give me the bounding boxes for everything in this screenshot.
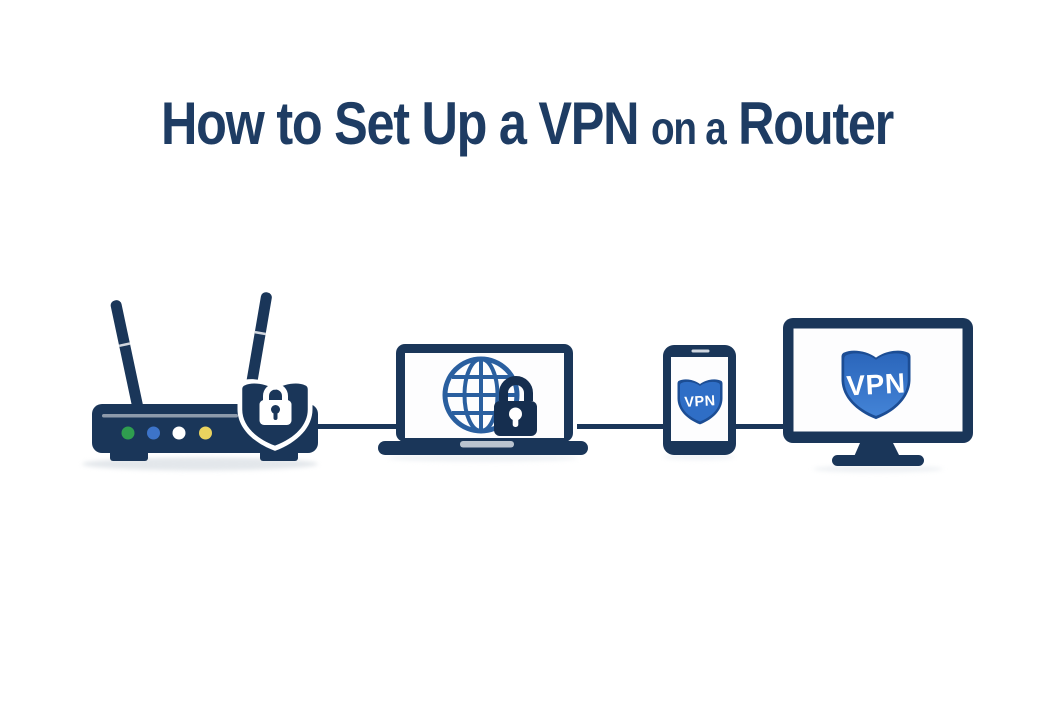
vpn-shield-label: VPN: [684, 393, 716, 411]
monitor-stand-base: [832, 455, 924, 466]
connection-line-segment-3: [736, 424, 784, 429]
phone-speaker: [691, 349, 710, 353]
antenna-icon: [246, 292, 272, 390]
antenna-icon: [110, 300, 143, 411]
led-indicator-yellow: [199, 426, 212, 440]
led-indicator-blue: [147, 426, 160, 440]
laptop-hinge-notch: [460, 441, 514, 448]
led-indicator-white: [172, 426, 186, 440]
led-indicator-green: [121, 426, 135, 440]
smartphone: VPN: [663, 345, 736, 455]
router-vent-line: [102, 414, 238, 418]
keyhole: [509, 407, 522, 421]
connection-line: [316, 424, 784, 429]
vpn-shield-label: VPN: [846, 367, 907, 401]
padlock-shackle: [499, 376, 533, 401]
title-part-2: on a: [651, 102, 727, 154]
page-title: How to Set Up a VPN on a Router: [84, 94, 969, 154]
vpn-shield-icon: VPN: [677, 379, 723, 425]
padlock-shackle: [263, 383, 288, 402]
keyhole: [271, 405, 280, 414]
connection-line-segment-2: [577, 424, 665, 429]
laptop-shadow: [388, 454, 578, 462]
monitor-shadow: [813, 465, 943, 473]
desktop-monitor: VPN: [783, 318, 973, 466]
title-part-1: How to Set Up a VPN: [160, 90, 640, 157]
vpn-shield-icon: VPN: [841, 350, 911, 420]
globe-with-padlock-icon: [442, 356, 537, 436]
laptop: [378, 344, 588, 455]
router: [92, 292, 318, 461]
connection-line-segment-1: [316, 424, 398, 429]
phone-shadow: [663, 454, 735, 460]
title-part-3: Router: [738, 90, 894, 157]
laptop-base: [378, 441, 588, 455]
shield-lock-icon: [237, 379, 313, 451]
